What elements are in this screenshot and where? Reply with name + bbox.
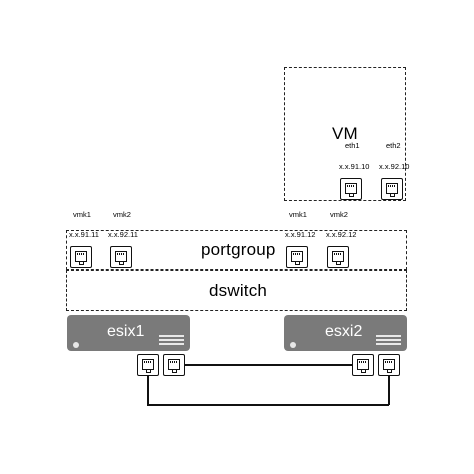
host-esix1-led-icon [73, 342, 79, 348]
host-esxi2-led-icon [290, 342, 296, 348]
vm-eth2-port-icon [381, 178, 403, 200]
left-vmk2-ip: x.x.92.11 [108, 230, 138, 239]
esxi2-nic1-port-icon [352, 354, 374, 376]
right-vmk1-name: vmk1 [289, 210, 307, 219]
left-vmk1-name: vmk1 [73, 210, 91, 219]
right-vmk2-ip: x.x.92.12 [326, 230, 357, 239]
host-esix1: esix1 [67, 315, 190, 351]
right-vmk1-port-icon [286, 246, 308, 268]
right-vmk2-port-icon [327, 246, 349, 268]
host-esxi2-name: esxi2 [325, 323, 363, 340]
dswitch-box [66, 270, 407, 311]
cable-bottom [147, 404, 389, 406]
cable-left-down [147, 376, 149, 405]
vm-label: VM [332, 124, 358, 143]
esix1-nic2-port-icon [163, 354, 185, 376]
left-vmk2-port-icon [110, 246, 132, 268]
portgroup-label: portgroup [201, 240, 276, 259]
left-vmk1-port-icon [70, 246, 92, 268]
dswitch-label: dswitch [209, 281, 268, 300]
portgroup-box [66, 230, 407, 270]
cable-right-down [388, 376, 390, 405]
esix1-nic1-port-icon [137, 354, 159, 376]
host-esix1-name: esix1 [107, 323, 145, 340]
vm-nic-eth2-name: eth2 [386, 141, 401, 150]
cable-top [185, 364, 352, 366]
left-vmk1-ip: x.x.91.11 [69, 230, 99, 239]
vm-eth1-port-icon [340, 178, 362, 200]
vm-nic-eth1-ip: x.x.91.10 [339, 162, 370, 171]
vm-box [284, 67, 406, 201]
vm-nic-eth2-ip: x.x.92.10 [379, 162, 410, 171]
right-vmk1-ip: x.x.91.12 [285, 230, 316, 239]
esxi2-nic2-port-icon [378, 354, 400, 376]
left-vmk2-name: vmk2 [113, 210, 131, 219]
vm-nic-eth1-name: eth1 [345, 141, 360, 150]
host-esxi2: esxi2 [284, 315, 407, 351]
right-vmk2-name: vmk2 [330, 210, 348, 219]
